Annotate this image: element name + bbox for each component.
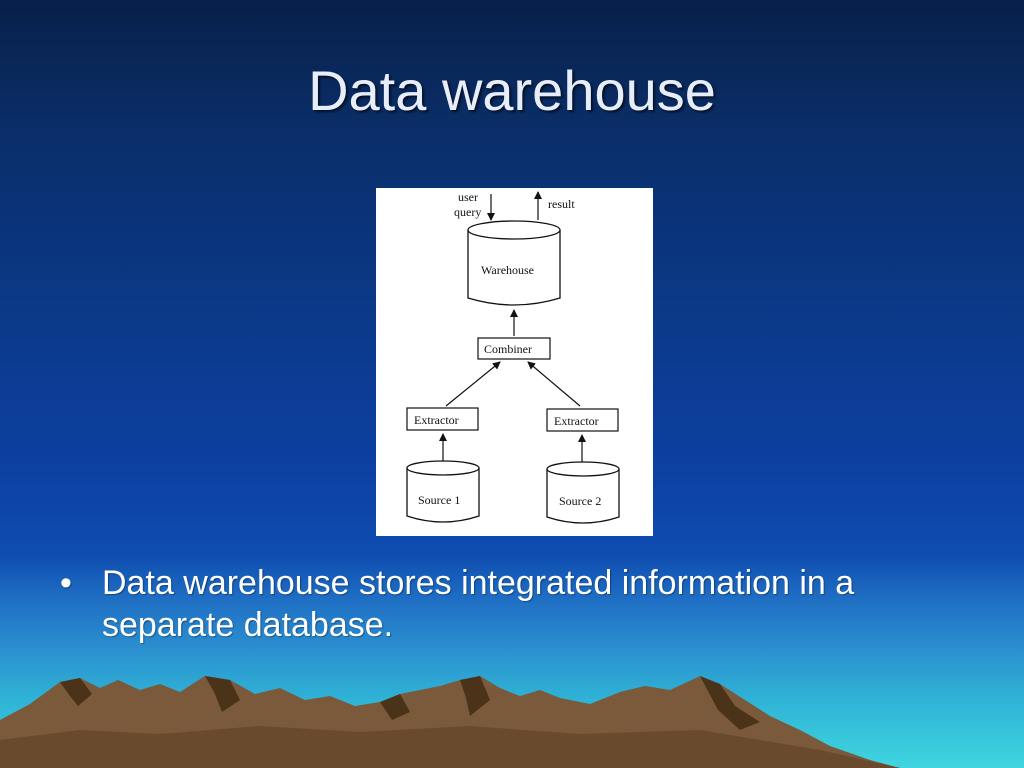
slide-title: Data warehouse bbox=[308, 59, 716, 122]
bullet-text: Data warehouse stores integrated informa… bbox=[102, 564, 855, 644]
bullet-marker: • bbox=[60, 564, 72, 602]
source-2-label: Source 2 bbox=[559, 494, 601, 508]
warehouse-label: Warehouse bbox=[481, 263, 534, 277]
extractor-2-box bbox=[546, 408, 619, 432]
bullet-item: • Data warehouse stores integrated infor… bbox=[60, 562, 980, 646]
extractor-1-label: Extractor bbox=[414, 413, 459, 427]
extractor1-to-combiner-arrow bbox=[445, 361, 501, 407]
extractor2-to-combiner-arrow bbox=[527, 361, 581, 407]
diagram-svg: user query result Warehouse Combiner Ext… bbox=[406, 190, 620, 524]
data-warehouse-diagram: user query result Warehouse Combiner Ext… bbox=[376, 188, 653, 536]
user-query-label-line2: query bbox=[454, 205, 481, 219]
result-label: result bbox=[548, 197, 575, 211]
combiner-label: Combiner bbox=[484, 342, 532, 356]
mountain-range-decoration bbox=[0, 676, 900, 768]
bullet-list: • Data warehouse stores integrated infor… bbox=[60, 562, 980, 646]
extractor-1-box bbox=[406, 407, 479, 431]
source-1-label: Source 1 bbox=[418, 493, 460, 507]
warehouse-cylinder bbox=[467, 220, 561, 306]
combiner-box bbox=[477, 337, 551, 360]
source-1-cylinder bbox=[406, 460, 480, 523]
user-query-label-line1: user bbox=[458, 190, 478, 204]
extractor-2-label: Extractor bbox=[554, 414, 599, 428]
source-2-cylinder bbox=[546, 461, 620, 524]
mountain-foreground bbox=[0, 726, 900, 768]
